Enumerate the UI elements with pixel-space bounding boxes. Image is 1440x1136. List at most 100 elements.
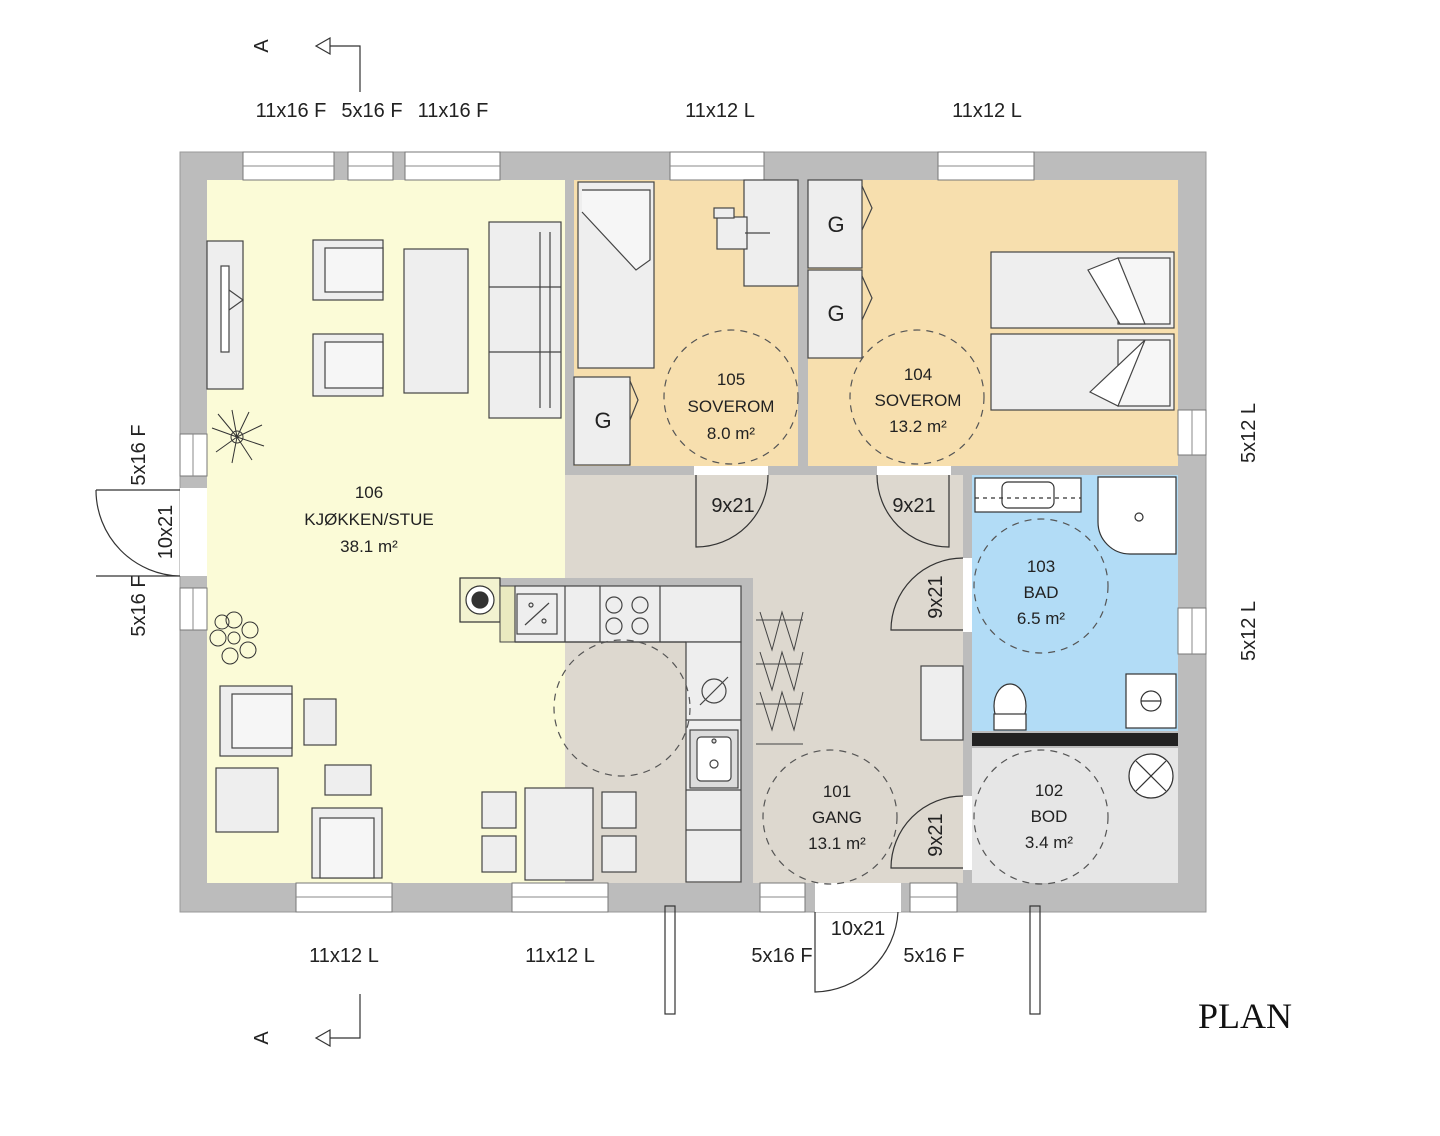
room-name: BOD: [1031, 807, 1068, 826]
window-labels: 11x16 F 5x16 F 11x16 F 11x12 L 11x12 L 1…: [128, 100, 1260, 967]
room-area: 13.1 m²: [808, 834, 866, 853]
room-number: 103: [1027, 557, 1055, 576]
room-number: 102: [1035, 781, 1063, 800]
room-label-bedroom-small: 105 SOVEROM 8.0 m²: [688, 370, 775, 443]
window-label: 5x16 F: [751, 945, 812, 967]
bed: [990, 251, 1175, 411]
room-label-storage: 102 BOD 3.4 m²: [1025, 781, 1074, 852]
door-storage-swing: [890, 795, 964, 869]
armchair: [219, 685, 293, 757]
room-name: BAD: [1024, 583, 1059, 602]
door-bedroom-large-opening: [877, 466, 951, 475]
window-label: 5x16 F: [128, 575, 150, 636]
wall-kitchen-hall: [741, 578, 753, 883]
section-marker: A: [251, 1031, 273, 1045]
door-storage-opening: [963, 796, 972, 870]
plan-title: PLAN: [1198, 996, 1292, 1036]
room-area: 3.4 m²: [1025, 833, 1074, 852]
wall-kitchen-hall-top: [500, 578, 753, 586]
bed: [577, 181, 655, 369]
window-label: 5x12 L: [1238, 403, 1260, 463]
cooktop-icon: [605, 596, 649, 635]
shoe-rack: [756, 610, 804, 745]
wardrobe-label: G: [827, 301, 844, 326]
washing-machine-icon: [1125, 673, 1177, 729]
hall-cabinet: [920, 665, 964, 741]
counter-corner: [499, 585, 516, 643]
wardrobe: [807, 179, 873, 359]
wall-bath-storage-band: [972, 733, 1178, 746]
door-bedroom-large-swing: [876, 474, 950, 548]
door-label: 9x21: [925, 813, 947, 856]
room-name: SOVEROM: [688, 397, 775, 416]
section-arrow-top: [314, 36, 361, 92]
door-bedroom-small-swing: [695, 474, 769, 548]
room-number: 105: [717, 370, 745, 389]
door-label: 9x21: [711, 495, 754, 517]
washbasin-icon: [974, 477, 1082, 513]
toilet-icon: [993, 683, 1027, 731]
section-arrow-bottom: [314, 994, 361, 1048]
stove-icon: [459, 577, 501, 623]
desk: [713, 179, 799, 287]
door-front-swing: [814, 911, 899, 993]
fridge-icon: [699, 676, 729, 706]
plant-icon: [211, 409, 265, 464]
armchair: [311, 807, 383, 879]
section-marker: A: [251, 39, 273, 53]
room-label-hallway: 101 GANG 13.1 m²: [808, 782, 866, 853]
window-label: 5x16 F: [903, 945, 964, 967]
sink-icon: [689, 729, 739, 789]
sofa: [488, 221, 562, 419]
window-label: 5x12 L: [1238, 601, 1260, 661]
turning-circle: [762, 749, 898, 885]
fireplace: [206, 240, 245, 390]
room-name: KJØKKEN/STUE: [304, 510, 433, 529]
window-label: 11x12 L: [309, 945, 379, 967]
door-label: 9x21: [925, 575, 947, 618]
room-number: 106: [355, 483, 383, 502]
door-label: 9x21: [892, 495, 935, 517]
door-bath-swing: [890, 557, 964, 631]
door-bath-opening: [963, 558, 972, 632]
dishwasher-icon: [516, 593, 558, 635]
room-area: 38.1 m²: [340, 537, 398, 556]
room-area: 8.0 m²: [707, 424, 756, 443]
turning-circle: [849, 329, 985, 465]
water-heater-icon: [1128, 753, 1174, 799]
door-labels: 10x21 10x21 9x21 9x21 9x21 9x21: [155, 495, 947, 940]
turning-circle: [553, 639, 691, 777]
side-table: [324, 764, 372, 796]
room-area: 13.2 m²: [889, 417, 947, 436]
side-table: [215, 767, 279, 833]
shower-icon: [1097, 476, 1177, 555]
wardrobe: [573, 376, 639, 466]
room-number: 101: [823, 782, 851, 801]
window-label: 11x12 L: [952, 100, 1022, 122]
coffee-table: [403, 248, 469, 394]
door-label: 10x21: [155, 505, 177, 560]
armchair: [312, 239, 384, 301]
window-label: 5x16 F: [341, 100, 402, 122]
door-bedroom-small-opening: [694, 466, 768, 475]
railing: [664, 905, 1041, 1015]
window-label: 11x16 F: [256, 100, 327, 122]
room-name: SOVEROM: [875, 391, 962, 410]
room-label-bathroom: 103 BAD 6.5 m²: [1017, 557, 1066, 628]
armchair: [312, 333, 384, 397]
wall-between-bedrooms: [798, 180, 808, 475]
dining-table: [481, 787, 637, 881]
room-label-bedroom-large: 104 SOVEROM 13.2 m²: [875, 365, 962, 436]
window-label: 11x12 L: [525, 945, 595, 967]
door-label: 10x21: [831, 918, 886, 940]
wardrobe-label: G: [594, 408, 611, 433]
door-left-opening: [180, 488, 207, 576]
door-left-swing: [95, 489, 181, 577]
room-label-kitchen: 106 KJØKKEN/STUE 38.1 m²: [304, 483, 433, 556]
plant-icon: [209, 611, 259, 665]
wall-bedrooms-bottom: [565, 466, 1178, 475]
window-glass-lines: [192, 165, 1193, 898]
room-name: GANG: [812, 808, 862, 827]
door-front-opening: [815, 883, 901, 912]
room-area: 6.5 m²: [1017, 609, 1066, 628]
